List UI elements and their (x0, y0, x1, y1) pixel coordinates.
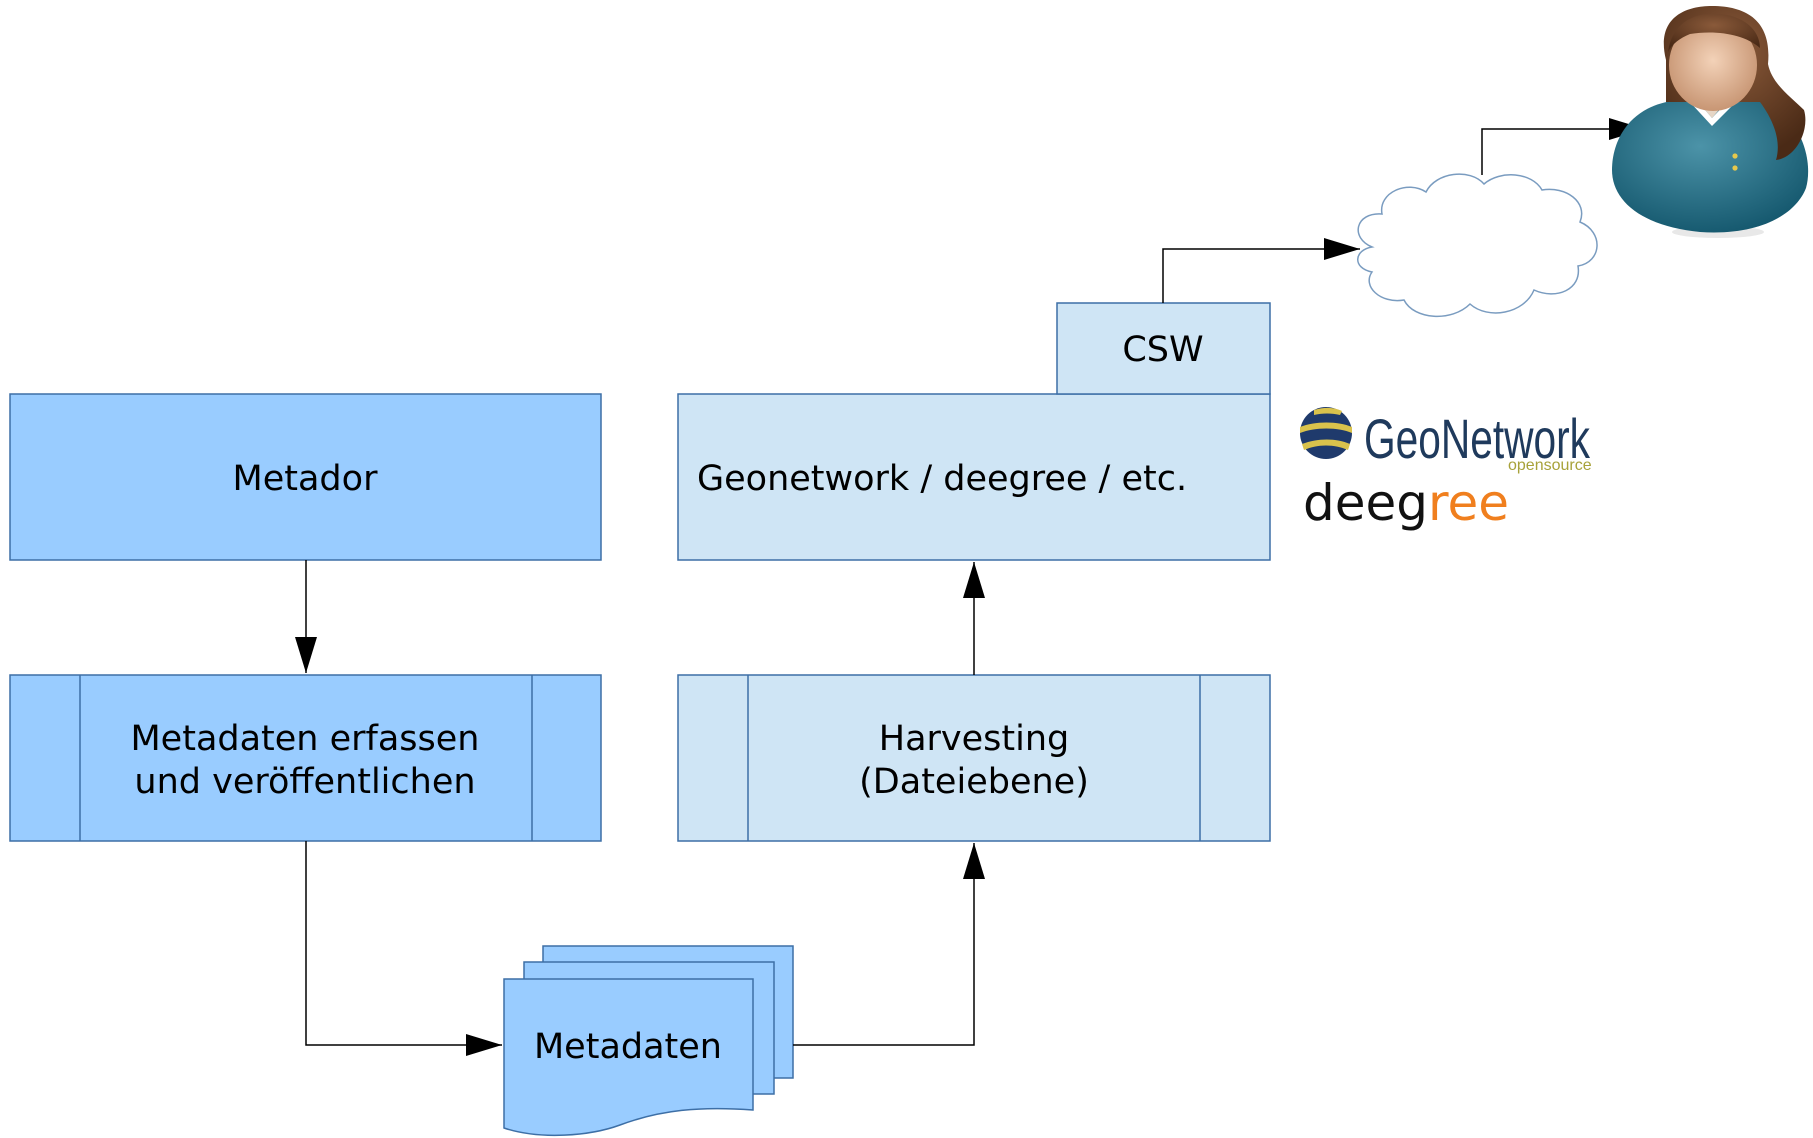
catalog-box: Geonetwork / deegree / etc. (677, 393, 1271, 561)
harvesting-label-line2: (Dateiebene) (859, 762, 1089, 802)
arrow-metadaten-to-harvesting (793, 843, 985, 1046)
deegree-logo: deegree (1303, 474, 1509, 532)
metadaten-erfassen-box: Metadaten erfassen und veröffentlichen (9, 674, 602, 842)
harvesting-label-line1: Harvesting (879, 719, 1069, 759)
deegree-logo-text-b: ree (1428, 474, 1509, 532)
harvesting-box: Harvesting (Dateiebene) (677, 674, 1271, 842)
metador-label: Metador (233, 459, 379, 499)
arrow-csw-to-cloud (1162, 238, 1360, 303)
metador-box: Metador (9, 393, 602, 561)
metadaten-erfassen-label-line1: Metadaten erfassen (130, 719, 479, 759)
csw-box: CSW (1056, 302, 1271, 395)
cloud-icon (1357, 173, 1598, 317)
catalog-label: Geonetwork / deegree / etc. (697, 459, 1187, 499)
deegree-logo-text-a: deeg (1303, 474, 1428, 532)
metadaten-erfassen-label-line2: und veröffentlichen (134, 762, 475, 802)
user-avatar-icon (1612, 6, 1809, 238)
metadaten-label: Metadaten (534, 1027, 722, 1067)
arrow-erfassen-to-metadaten (305, 841, 502, 1056)
geonetwork-logo-subtext: opensource (1508, 457, 1592, 474)
geonetwork-logo-text: GeoNetwork (1364, 407, 1591, 470)
connectors (295, 118, 1645, 1056)
svg-text:deegree: deegree (1303, 474, 1509, 532)
csw-label: CSW (1122, 330, 1203, 370)
geonetwork-logo: GeoNetwork opensource (1300, 407, 1592, 474)
metadaten-document-stack: Metadaten (503, 945, 794, 1137)
arrow-cloud-to-user (1481, 118, 1645, 175)
